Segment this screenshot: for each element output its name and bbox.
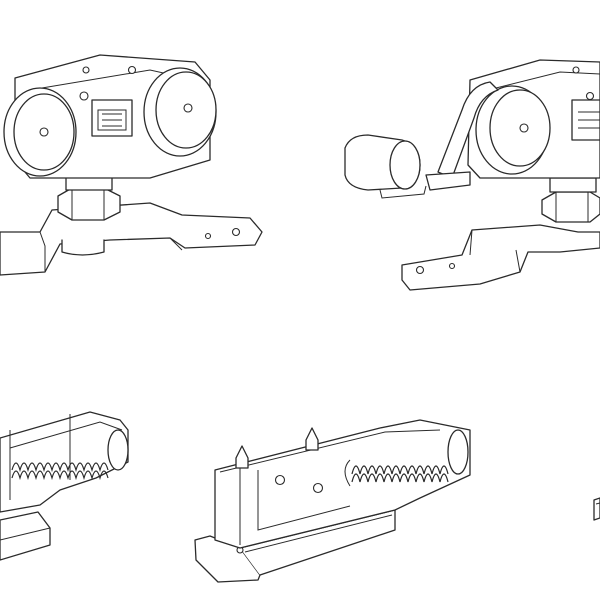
spring-clamp-left xyxy=(0,411,129,561)
pin-left xyxy=(235,445,249,469)
mounting-plate xyxy=(401,224,600,291)
spring-coil xyxy=(351,465,449,475)
hex-nut xyxy=(541,191,600,223)
pin-right xyxy=(305,427,319,451)
partial-part-fragment xyxy=(593,497,600,521)
clamp-base xyxy=(0,511,51,561)
hex-nut xyxy=(57,187,121,221)
roller-trolley-with-buffer xyxy=(344,59,600,291)
spring-coil xyxy=(11,462,109,473)
roller-trolley-plain xyxy=(0,54,263,276)
spring-clamp-center xyxy=(194,419,471,583)
stopper-arm xyxy=(437,81,499,179)
mounting-plate xyxy=(0,202,263,276)
